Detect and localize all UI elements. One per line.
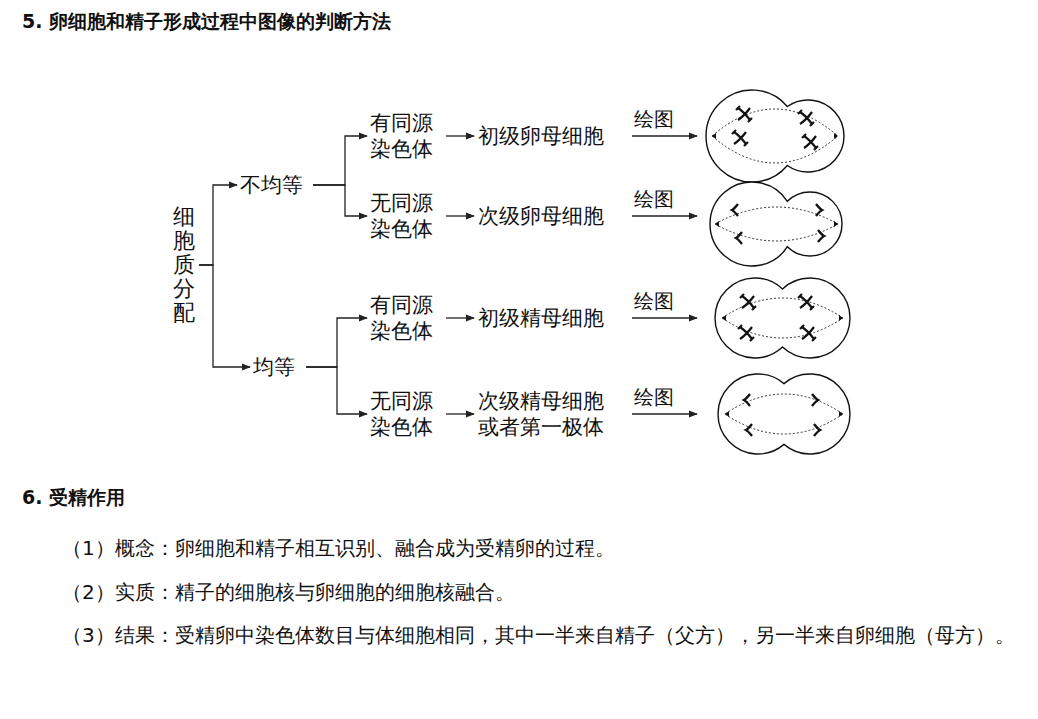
chromosome (744, 394, 750, 406)
chromosome (818, 230, 824, 242)
drawing-label: 绘图 (634, 288, 694, 314)
spindle-pole (712, 133, 716, 139)
cell-outline (718, 374, 850, 454)
flow-node: 初级精母细胞 (478, 305, 618, 331)
cell-outline (706, 90, 844, 182)
flow-arrow (199, 265, 250, 367)
cell-outline (710, 182, 842, 266)
flow-node: 初级卵母细胞 (478, 123, 618, 149)
flow-node: 无同源 染色体 (370, 388, 440, 440)
node-text: 均等 (253, 354, 303, 380)
flow-node: 有同源 染色体 (370, 110, 440, 162)
chromosome (732, 130, 748, 146)
draw-arrow (632, 317, 697, 318)
chromosome (800, 325, 816, 341)
chromosome (732, 204, 738, 216)
body-text: （2）实质：精子的细胞核与卵细胞的细胞核融合。 (62, 571, 1012, 614)
flow-node: 细胞质分配 (172, 205, 196, 325)
flow-arrow (306, 318, 367, 367)
chromosome (802, 134, 818, 150)
draw-arrow (632, 135, 697, 136)
node-text: 初级精母细胞 (478, 305, 618, 331)
flow-node: 有同源 染色体 (370, 292, 440, 344)
cell-drawing (715, 278, 850, 358)
section-heading: 5. 卵细胞和精子形成过程中图像的判断方法 (22, 6, 391, 36)
node-text: 细胞质分配 (172, 205, 196, 325)
flow-arrow (446, 413, 474, 414)
drawing-label: 绘图 (634, 186, 694, 212)
node-text: 初级卵母细胞 (478, 123, 618, 149)
flow-node: 次级精母细胞 或者第一极体 (478, 388, 618, 440)
section-heading: 6. 受精作用 (22, 482, 422, 512)
cell-drawing (706, 90, 844, 182)
flow-arrow (446, 317, 474, 318)
draw-arrow (632, 413, 697, 414)
node-text: 有同源 染色体 (370, 292, 440, 344)
spindle-fiber (722, 298, 843, 338)
chromosome (798, 110, 814, 126)
flow-arrow (313, 185, 367, 216)
flow-arrow (306, 367, 367, 414)
drawing-label: 绘图 (634, 106, 694, 132)
chromosome (746, 424, 752, 436)
node-text: 无同源 染色体 (370, 388, 440, 440)
chromosome (738, 325, 754, 341)
flow-node: 不均等 (240, 172, 310, 198)
flow-node: 均等 (253, 354, 303, 380)
node-text: 不均等 (240, 172, 310, 198)
node-text: 无同源 染色体 (370, 190, 440, 242)
spindle-pole (722, 315, 726, 321)
chromosome (736, 106, 752, 122)
spindle-pole (839, 411, 843, 417)
chromosome (816, 204, 822, 216)
node-text: 次级卵母细胞 (478, 203, 618, 229)
spindle-pole (834, 221, 838, 227)
spindle-pole (715, 221, 719, 227)
flow-arrow (446, 215, 474, 216)
chromosome (812, 394, 818, 406)
spindle-pole (725, 411, 729, 417)
body-text: （3）结果：受精卵中染色体数目与体细胞相同，其中一半来自精子（父方），另一半来自… (62, 614, 1038, 657)
node-text: 有同源 染色体 (370, 110, 440, 162)
body-text: （1）概念：卵细胞和精子相互识别、融合成为受精卵的过程。 (62, 527, 1012, 570)
cell-drawing (710, 182, 842, 266)
flow-arrow (313, 136, 367, 185)
drawing-label: 绘图 (634, 384, 694, 410)
node-text: 次级精母细胞 或者第一极体 (478, 388, 618, 440)
flow-arrow (446, 135, 474, 136)
spindle-fiber (712, 109, 838, 163)
chromosome (814, 424, 820, 436)
chromosome (740, 294, 756, 310)
flow-node: 无同源 染色体 (370, 190, 440, 242)
cell-drawing (718, 374, 850, 454)
spindle-fiber (725, 394, 843, 434)
spindle-pole (839, 315, 843, 321)
chromosome (798, 294, 814, 310)
flow-arrow (199, 185, 237, 265)
flow-node: 次级卵母细胞 (478, 203, 618, 229)
spindle-pole (834, 133, 838, 139)
chromosome (736, 232, 742, 244)
draw-arrow (632, 215, 697, 216)
cell-outline (715, 278, 850, 358)
